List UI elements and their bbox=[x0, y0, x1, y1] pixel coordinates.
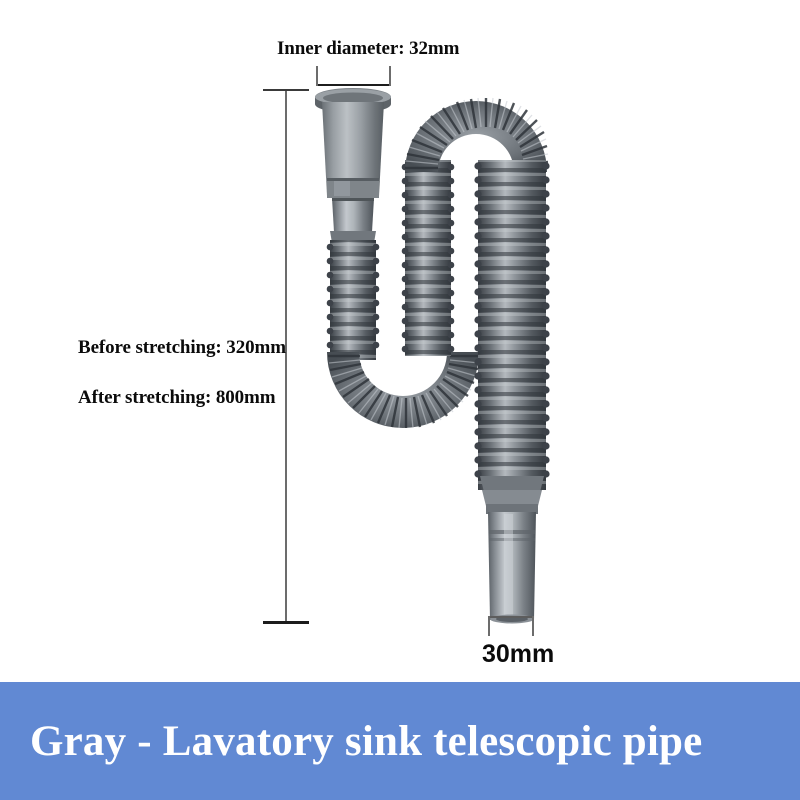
after-stretching-label: After stretching: 800mm bbox=[78, 387, 276, 408]
pipe-bend-lower bbox=[327, 352, 480, 429]
outlet-diameter-dimension-line bbox=[488, 616, 534, 618]
outlet-diameter-label: 30mm bbox=[482, 640, 555, 668]
inner-diameter-label: Inner diameter: 32mm bbox=[277, 38, 460, 59]
pipe-bend-upper bbox=[405, 97, 549, 172]
outlet-diameter-left-tick bbox=[488, 616, 490, 636]
outlet-diameter-right-tick bbox=[532, 616, 534, 636]
total-length-top-tick bbox=[263, 89, 309, 91]
pipe-outlet-tube bbox=[480, 476, 544, 624]
total-length-bottom-tick bbox=[263, 621, 309, 624]
caption-banner: Gray - Lavatory sink telescopic pipe bbox=[0, 682, 800, 800]
before-stretching-label: Before stretching: 320mm bbox=[78, 337, 286, 358]
pipe-bellows-left bbox=[326, 240, 380, 360]
product-illustration bbox=[315, 88, 550, 624]
pipe-bellows-middle bbox=[401, 160, 455, 356]
pipe-bellows-right bbox=[474, 160, 550, 490]
total-length-dimension-line bbox=[285, 90, 287, 623]
pipe-inlet-cup bbox=[315, 88, 391, 243]
inner-diameter-dimension-line bbox=[316, 84, 391, 86]
inner-diameter-right-tick bbox=[389, 66, 391, 86]
caption-text: Gray - Lavatory sink telescopic pipe bbox=[30, 717, 703, 765]
inner-diameter-left-tick bbox=[316, 66, 318, 86]
